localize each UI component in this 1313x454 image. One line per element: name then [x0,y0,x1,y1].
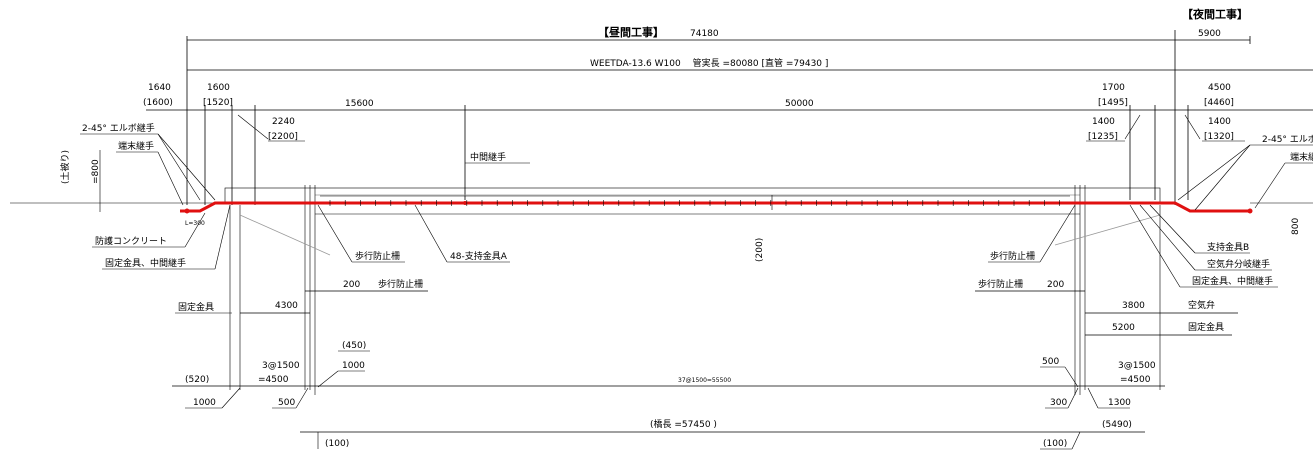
dim-1640: 1640 [148,83,171,93]
fix-right-label: 固定金具 [1188,321,1224,333]
support-a-label: 48-支持金具A [450,250,508,262]
dim-3800: 3800 [1122,301,1145,311]
dim-300: 300 [1050,398,1067,408]
dim-5200: 5200 [1112,323,1135,333]
pipe-mid-joint [463,201,467,205]
cover-label: (土被り) [59,150,71,184]
rail-mid-label: 歩行防止柵 [378,278,423,290]
leader-elbow-right-2 [1194,144,1251,211]
dim-1300: 1300 [1108,398,1131,408]
dim-1235: [1235] [1088,132,1118,142]
dim-450: (450) [342,341,366,351]
mid-joint-label: 中間継手 [470,151,506,163]
dim-4300: 4300 [275,301,298,311]
cover-value: =800 [91,159,101,184]
dim-1000-mid: 1000 [342,361,365,371]
leader-rail-right [1039,204,1076,263]
air-branch-label: 空気弁分岐継手 [1207,258,1270,270]
leader-end-joint-right [1254,162,1286,209]
dim-500-right: 500 [1042,357,1059,367]
dim-520: (520) [185,375,209,385]
end-joint-left-label: 端末継手 [118,140,154,152]
rail-left-label: 歩行防止柵 [355,250,400,262]
span-left: 3@1500 [262,361,300,371]
dim-4460: [4460] [1204,98,1234,108]
fix-mid-right-label: 固定金具、中間継手 [1192,275,1273,287]
dim-1320: [1320] [1204,132,1234,142]
leader-protect [184,212,206,248]
dim-15600: 15600 [345,99,374,109]
slope-right [1054,214,1161,246]
dim-500-bottom: 500 [278,398,295,408]
dim-4500: 4500 [1208,83,1231,93]
pipe-end-right [1247,208,1253,214]
dim-1000-bottom: 1000 [193,398,216,408]
leader-100-right [1071,431,1081,450]
day-work-header: 【昼間工事】 [598,25,664,39]
span-right-total: =4500 [1120,375,1151,385]
leader-500-bottom [295,387,309,409]
pipe-spec: WEETDA-13.6 W100 管実長 =80080 [直管 =79430 ] [590,57,828,69]
pipe-line [180,201,1250,213]
leader-elbow-left [157,133,201,201]
leader-support-b [1149,204,1196,254]
dim-200-right: 200 [1047,280,1064,290]
leader-fix-mid-left [214,204,231,270]
small-note: L=300 [185,220,205,227]
dim-1400b: 1400 [1208,117,1231,127]
fix-mid-left-label: 固定金具、中間継手 [105,257,186,269]
dim-800-vertical: 800 [1291,218,1301,235]
dim-100-left: (100) [325,439,349,449]
leader-fix-mid-right [1129,204,1181,288]
protect-label: 防護コンクリート [95,235,167,247]
leader-300 [1067,387,1079,409]
span-left-total: =4500 [258,375,289,385]
elbow-right-label: 2-45° エルボ [1262,134,1313,145]
leader-1300 [1087,387,1099,409]
dim-50000: 50000 [785,99,814,109]
support-b-label: 支持金具B [1207,241,1249,253]
rail-right-label: 歩行防止柵 [990,250,1035,262]
leader-elbow-right [1177,144,1251,201]
dim-1400a: 1400 [1092,117,1115,127]
dim-100-right: (100) [1043,439,1067,449]
end-joint-right-label: 端末継 [1290,151,1313,163]
leader-air-branch [1139,204,1196,271]
dim-200-vertical: (200) [755,238,765,262]
dim-1600b: (1600) [143,98,173,108]
leader-1000-mid [317,370,339,388]
leader-end-joint-left [157,151,184,206]
air-valve-label: 空気弁 [1188,299,1215,311]
slope-left [239,214,331,256]
night-work-header: 【夜間工事】 [1182,7,1248,21]
leader-rail-left [317,204,353,263]
day-work-length: 74180 [690,29,719,39]
dim-5490: (5490) [1102,420,1132,430]
leader-1320 [1184,114,1201,140]
leader-1000-bottom [221,387,241,409]
elbow-left-label: 2-45° エルボ継手 [82,122,155,134]
leader-support-a [414,204,448,263]
dim-2200: [2200] [268,132,298,142]
fix-left-label: 固定金具 [178,301,214,313]
pipe-end-left [184,208,190,214]
leader-elbow-left-2 [157,133,216,201]
dim-1700: 1700 [1102,83,1125,93]
span-center: 37@1500=55500 [678,377,731,384]
leader-2200 [237,114,269,140]
span-right: 3@1500 [1118,361,1156,371]
night-work-length: 5900 [1198,29,1221,39]
rail-mid-right-label: 歩行防止柵 [978,278,1023,290]
leader-1235 [1124,114,1141,140]
bridge-length: (橋長 =57450 ) [650,418,717,430]
dim-1600: 1600 [207,83,230,93]
leader-500-right [1064,366,1079,388]
dim-1495: [1495] [1098,98,1128,108]
dim-200-mid: 200 [343,280,360,290]
dim-2240: 2240 [272,117,295,127]
dim-1520: [1520] [203,98,233,108]
